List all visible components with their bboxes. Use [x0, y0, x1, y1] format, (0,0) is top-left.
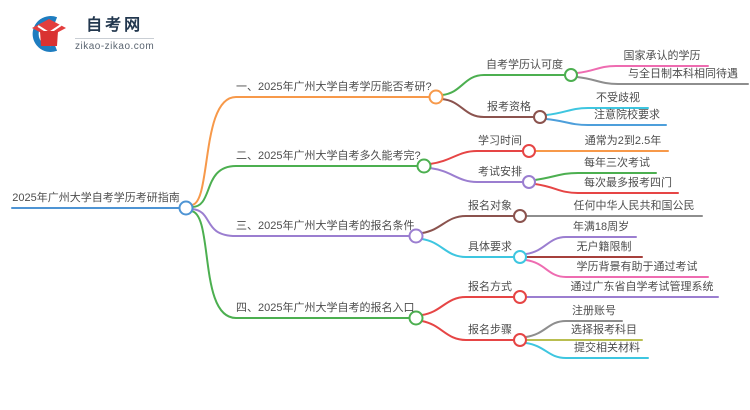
- node-toggle-branch-1[interactable]: [428, 89, 444, 105]
- link-study-time: [429, 150, 524, 165]
- node-label-register-account: 注册账号: [572, 305, 616, 317]
- node-label-same-treatment: 与全日制本科相同待遇: [628, 68, 738, 80]
- node-toggle-target-applicants[interactable]: [513, 209, 527, 223]
- node-label-branch-1: 一、2025年广州大学自考学历能否考研?: [236, 81, 432, 93]
- node-toggle-specific-requirements[interactable]: [513, 250, 527, 264]
- node-label-no-discrimination: 不受歧视: [596, 92, 640, 104]
- link-register-account: [525, 320, 623, 338]
- node-label-age-18: 年满18周岁: [572, 221, 630, 233]
- logo-site-name: 自考网: [75, 16, 155, 39]
- link-background-helps: [525, 259, 709, 278]
- node-label-four-courses: 每次最多报考四门: [584, 177, 672, 189]
- node-label-registration-method: 报名方式: [468, 281, 512, 293]
- node-label-gd-system: 通过广东省自学考试管理系统: [570, 281, 714, 293]
- link-registration-method: [421, 296, 515, 316]
- node-toggle-registration-method[interactable]: [513, 290, 527, 304]
- link-target-applicants: [421, 215, 515, 234]
- link-exam-schedule: [429, 167, 524, 183]
- node-label-usually-years: 通常为2到2.5年: [584, 135, 662, 147]
- node-label-any-citizen: 任何中华人民共和国公民: [573, 200, 695, 212]
- node-label-no-household-limit: 无户籍限制: [576, 241, 632, 253]
- node-label-specific-requirements: 具体要求: [468, 241, 512, 253]
- node-toggle-recognition[interactable]: [564, 68, 578, 82]
- node-label-eligibility: 报考资格: [487, 101, 531, 113]
- node-label-three-exams: 每年三次考试: [584, 157, 650, 169]
- logo-site-url: zikao-zikao.com: [75, 41, 155, 52]
- node-label-branch-2: 二、2025年广州大学自考多久能考完?: [236, 150, 421, 162]
- link-state-recognized: [576, 65, 709, 74]
- node-toggle-exam-schedule[interactable]: [522, 175, 536, 189]
- link-school-requirements: [545, 118, 667, 126]
- node-label-recognition: 自考学历认可度: [486, 59, 563, 71]
- link-same-treatment: [576, 76, 749, 85]
- link-specific-requirements: [421, 238, 515, 258]
- logo-text: 自考网 zikao-zikao.com: [75, 16, 155, 52]
- node-label-branch-3: 三、2025年广州大学自考的报名条件: [236, 220, 415, 232]
- link-three-exams: [534, 172, 657, 181]
- node-label-exam-schedule: 考试安排: [478, 166, 522, 178]
- link-branch-2: [191, 165, 418, 208]
- link-submit-materials: [525, 342, 649, 359]
- logo-graduation-cap-icon: [32, 16, 66, 52]
- node-label-root: 2025年广州大学自考学历考研指南: [12, 192, 180, 204]
- node-toggle-branch-4[interactable]: [408, 310, 424, 326]
- node-label-state-recognized: 国家承认的学历: [623, 50, 701, 62]
- node-toggle-registration-steps[interactable]: [513, 333, 527, 347]
- node-label-choose-subjects: 选择报考科目: [571, 324, 637, 336]
- node-toggle-branch-2[interactable]: [416, 158, 432, 174]
- link-no-discrimination: [545, 107, 649, 116]
- link-recognition: [441, 74, 566, 96]
- node-toggle-study-time[interactable]: [522, 144, 536, 158]
- node-label-branch-4: 四、2025年广州大学自考的报名入口: [236, 302, 415, 314]
- node-label-school-requirements: 注意院校要求: [594, 109, 660, 121]
- link-branch-3: [191, 208, 410, 237]
- node-label-study-time: 学习时间: [478, 135, 522, 147]
- link-eligibility: [441, 98, 535, 118]
- link-four-courses: [534, 183, 679, 194]
- link-branch-1: [190, 96, 430, 207]
- node-label-background-helps: 学历背景有助于通过考试: [576, 261, 698, 273]
- link-branch-4: [190, 210, 410, 319]
- node-label-registration-steps: 报名步骤: [468, 324, 512, 336]
- site-logo[interactable]: 自考网 zikao-zikao.com: [27, 12, 155, 56]
- node-label-submit-materials: 提交相关材料: [574, 342, 640, 354]
- node-label-target-applicants: 报名对象: [468, 200, 512, 212]
- node-toggle-branch-3[interactable]: [408, 228, 424, 244]
- node-toggle-root[interactable]: [178, 200, 194, 216]
- link-age-18: [525, 236, 637, 255]
- node-toggle-eligibility[interactable]: [533, 110, 547, 124]
- link-registration-steps: [421, 320, 515, 341]
